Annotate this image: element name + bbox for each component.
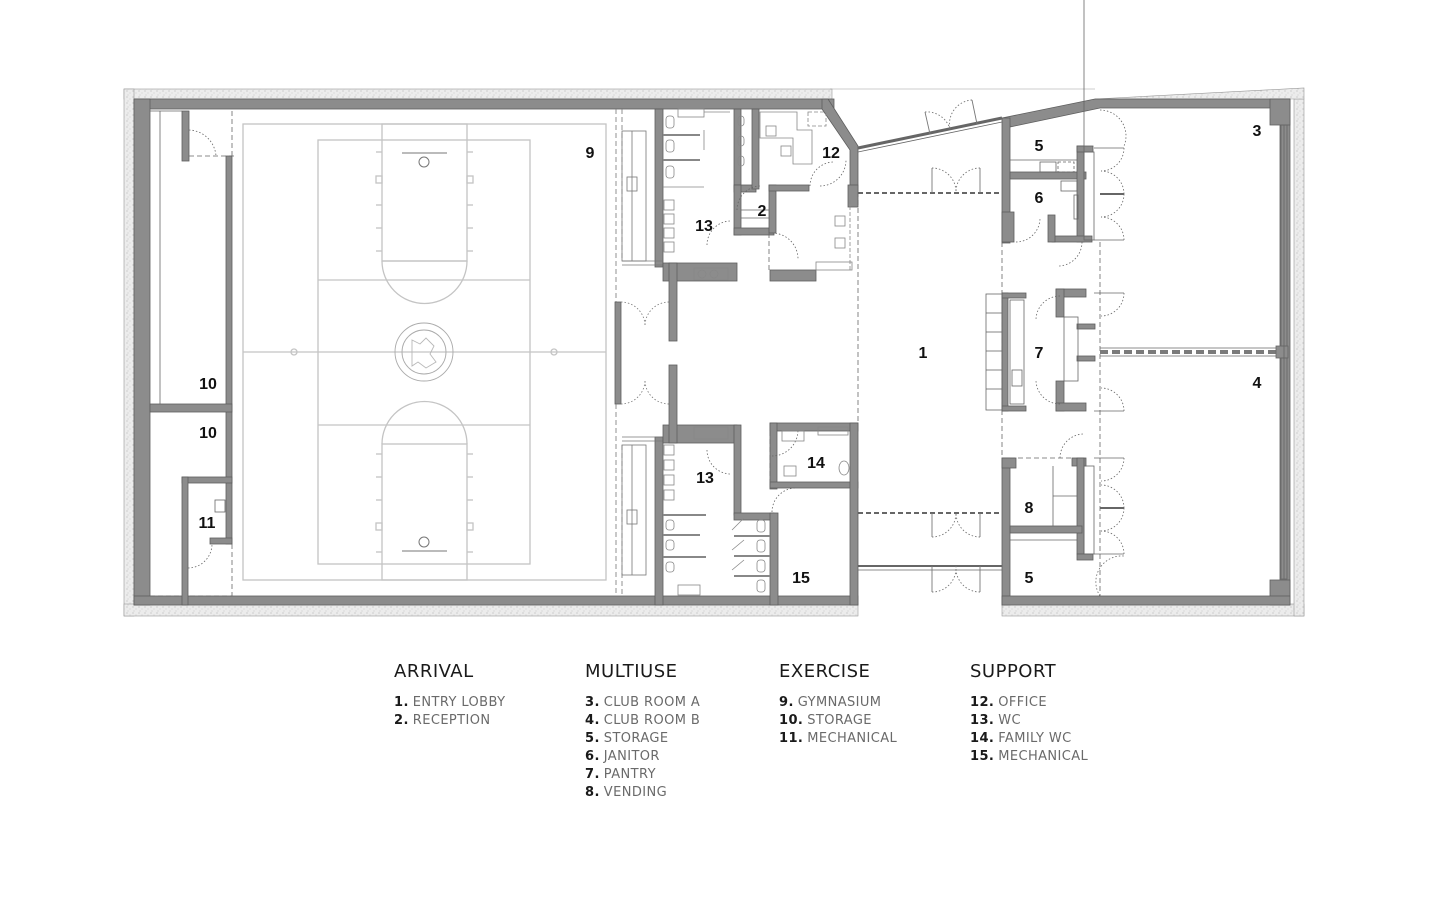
legend-item: 14.FAMILY WC bbox=[970, 730, 1088, 748]
room-label: 15 bbox=[792, 570, 810, 587]
wc-fixtures-top bbox=[663, 108, 745, 281]
legend-item-number: 9. bbox=[779, 695, 794, 710]
legend-item-number: 11. bbox=[779, 731, 804, 746]
room-label: 11 bbox=[199, 515, 216, 532]
legend-item-number: 6. bbox=[585, 749, 600, 764]
legend-item-label: CLUB ROOM B bbox=[603, 713, 701, 728]
room-label: 12 bbox=[822, 145, 840, 162]
room-label: 14 bbox=[807, 455, 825, 472]
room-label: 5 bbox=[1035, 138, 1044, 155]
gym-storage-walls bbox=[149, 110, 233, 606]
legend-item: 6.JANITOR bbox=[585, 748, 700, 766]
room-label: 10 bbox=[199, 376, 217, 393]
legend-title-exercise: EXERCISE bbox=[779, 661, 871, 682]
room-label: 13 bbox=[696, 470, 714, 487]
legend-item-number: 4. bbox=[585, 713, 600, 728]
gym-bleachers bbox=[615, 109, 670, 596]
exterior-insulation bbox=[123, 87, 1305, 617]
legend-item-label: CLUB ROOM A bbox=[603, 695, 701, 710]
legend-item-label: OFFICE bbox=[998, 695, 1047, 710]
legend-title-arrival: ARRIVAL bbox=[394, 661, 474, 682]
legend-item-label: VENDING bbox=[603, 785, 668, 800]
room-label: 3 bbox=[1253, 123, 1262, 140]
legend-item: 15.MECHANICAL bbox=[970, 748, 1088, 766]
room-label: 8 bbox=[1025, 500, 1034, 517]
legend-item: 11.MECHANICAL bbox=[779, 730, 897, 748]
room-label: 1 bbox=[919, 345, 928, 362]
legend-title-support: SUPPORT bbox=[970, 661, 1057, 682]
room-label: 10 bbox=[199, 425, 217, 442]
legend-item-label: MECHANICAL bbox=[998, 749, 1089, 764]
entry-storefront bbox=[830, 88, 1095, 571]
legend-item: 2.RECEPTION bbox=[394, 712, 505, 730]
legend-item-number: 15. bbox=[970, 749, 995, 764]
legend-item: 8.VENDING bbox=[585, 784, 700, 802]
center-court-seal bbox=[394, 322, 454, 382]
legend-title-multiuse: MULTIUSE bbox=[585, 661, 678, 682]
legend-item-label: FAMILY WC bbox=[998, 731, 1072, 746]
legend-item-number: 12. bbox=[970, 695, 995, 710]
legend-item-label: STORAGE bbox=[807, 713, 872, 728]
office-furniture bbox=[759, 111, 853, 271]
room-label: 9 bbox=[586, 145, 595, 162]
multiuse-lines bbox=[985, 0, 1289, 597]
legend-item-number: 5. bbox=[585, 731, 600, 746]
legend-item-label: WC bbox=[998, 713, 1021, 728]
room-label: 13 bbox=[695, 218, 713, 235]
legend-item: 12.OFFICE bbox=[970, 694, 1088, 712]
legend-item-number: 2. bbox=[394, 713, 409, 728]
wc-fixtures-bottom bbox=[663, 426, 850, 596]
legend-item: 1.ENTRY LOBBY bbox=[394, 694, 505, 712]
legend-item-label: ENTRY LOBBY bbox=[412, 695, 506, 710]
legend-item: 5.STORAGE bbox=[585, 730, 700, 748]
legend-item-label: JANITOR bbox=[603, 749, 660, 764]
legend-item-number: 1. bbox=[394, 695, 409, 710]
legend-item: 10.STORAGE bbox=[779, 712, 897, 730]
legend-item: 4.CLUB ROOM B bbox=[585, 712, 700, 730]
entry-doors bbox=[924, 99, 981, 593]
room-label: 6 bbox=[1035, 190, 1044, 207]
legend-item-number: 13. bbox=[970, 713, 995, 728]
legend-item-number: 8. bbox=[585, 785, 600, 800]
legend-item-number: 7. bbox=[585, 767, 600, 782]
legend-item-label: PANTRY bbox=[603, 767, 656, 782]
service-core-lines bbox=[706, 159, 859, 513]
multiuse-walls bbox=[1001, 145, 1096, 561]
gym-storage-lines bbox=[150, 110, 236, 597]
legend-item: 9.GYMNASIUM bbox=[779, 694, 897, 712]
room-label: 2 bbox=[758, 203, 767, 220]
legend-item-number: 3. bbox=[585, 695, 600, 710]
legend-item-number: 14. bbox=[970, 731, 995, 746]
room-label: 4 bbox=[1253, 375, 1262, 392]
legend-item: 3.CLUB ROOM A bbox=[585, 694, 700, 712]
legend-item-label: GYMNASIUM bbox=[797, 695, 882, 710]
legend-item-label: MECHANICAL bbox=[807, 731, 898, 746]
service-core-walls bbox=[662, 108, 859, 606]
basketball-hoops bbox=[402, 152, 447, 552]
basketball-court bbox=[242, 123, 607, 581]
legend-item: 7.PANTRY bbox=[585, 766, 700, 784]
legend-item-number: 10. bbox=[779, 713, 804, 728]
room-label: 5 bbox=[1025, 570, 1034, 587]
legend-item: 13.WC bbox=[970, 712, 1088, 730]
legend-item-label: STORAGE bbox=[603, 731, 669, 746]
legend-item-label: RECEPTION bbox=[412, 713, 491, 728]
room-label: 7 bbox=[1035, 345, 1044, 362]
